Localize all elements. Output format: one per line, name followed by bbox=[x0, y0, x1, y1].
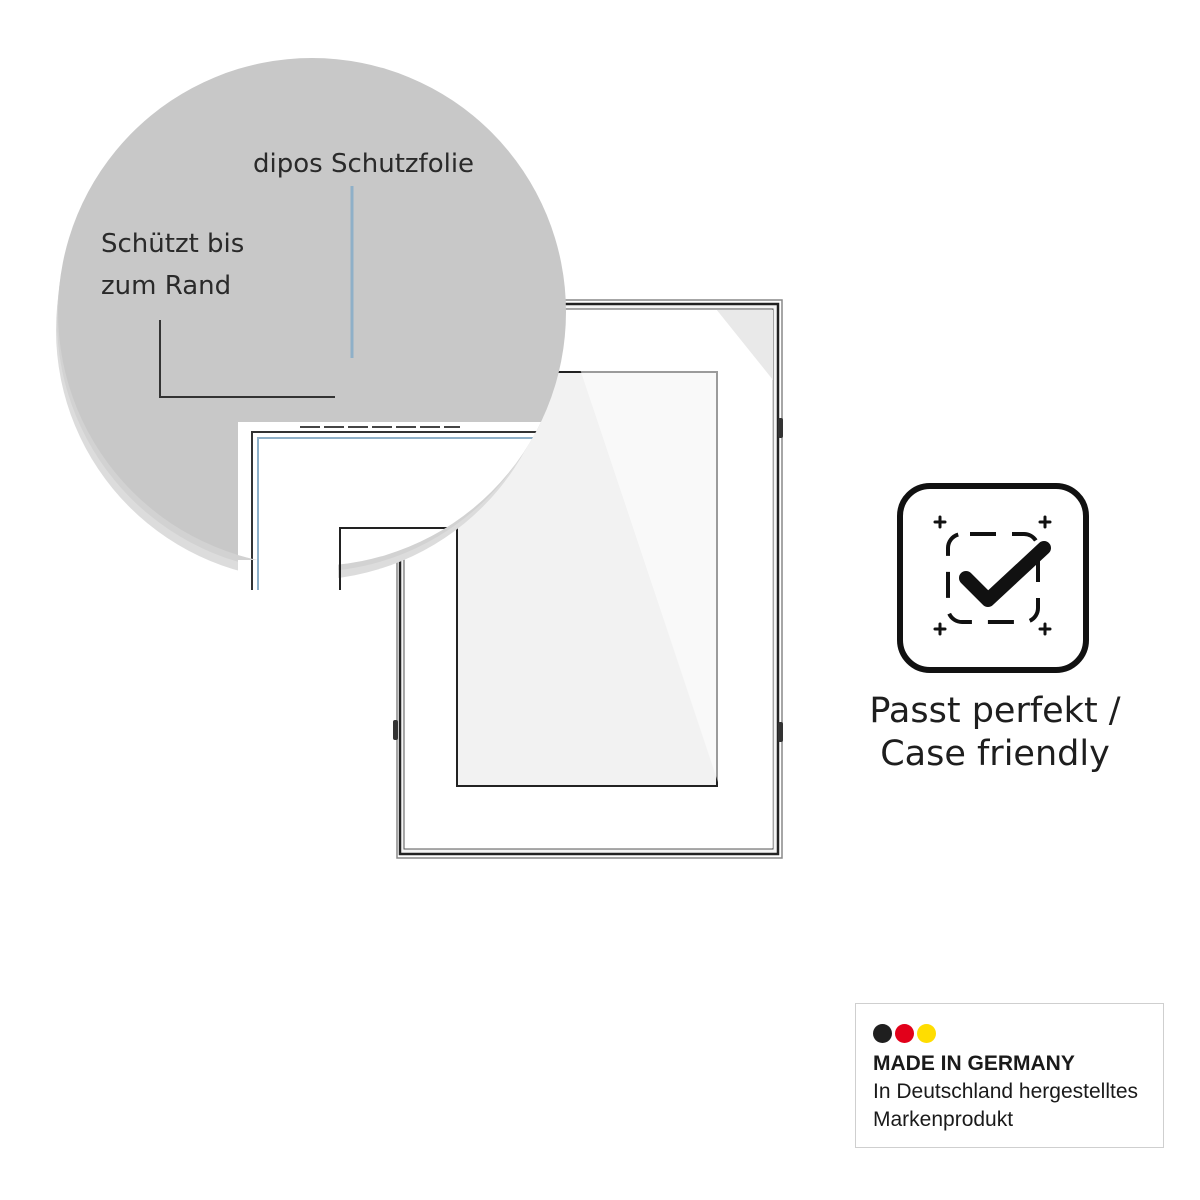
feature-caption-line2: Case friendly bbox=[880, 734, 1110, 774]
german-flag-dots bbox=[873, 1024, 936, 1043]
feature-caption-line1: Passt perfekt / bbox=[869, 691, 1121, 731]
feature-caption: Passt perfekt / Case friendly bbox=[840, 690, 1150, 776]
side-button bbox=[778, 722, 783, 742]
zoom-callout: dipos Schutzfolie Schützt bis zum Rand bbox=[56, 58, 566, 590]
badge-description-line1: In Deutschland hergestelltes bbox=[873, 1080, 1138, 1103]
glass-reflection bbox=[560, 310, 773, 848]
badge-title: MADE IN GERMANY bbox=[873, 1052, 1075, 1075]
flag-dot-black bbox=[873, 1024, 892, 1043]
badge-description-line2: Markenprodukt bbox=[873, 1108, 1014, 1131]
film-label: dipos Schutzfolie bbox=[253, 149, 474, 179]
made-in-germany-badge: MADE IN GERMANY In Deutschland hergestel… bbox=[855, 1003, 1164, 1148]
side-button bbox=[778, 418, 783, 438]
edge-label-line1: Schützt bis bbox=[101, 229, 244, 259]
side-button bbox=[393, 720, 398, 740]
protective-film-edge bbox=[257, 437, 566, 566]
edge-pointer-line bbox=[159, 320, 335, 398]
flag-dot-gold bbox=[917, 1024, 936, 1043]
flag-dot-red bbox=[895, 1024, 914, 1043]
case-friendly-check-icon bbox=[897, 483, 1089, 673]
edge-label-line2: zum Rand bbox=[101, 271, 231, 301]
